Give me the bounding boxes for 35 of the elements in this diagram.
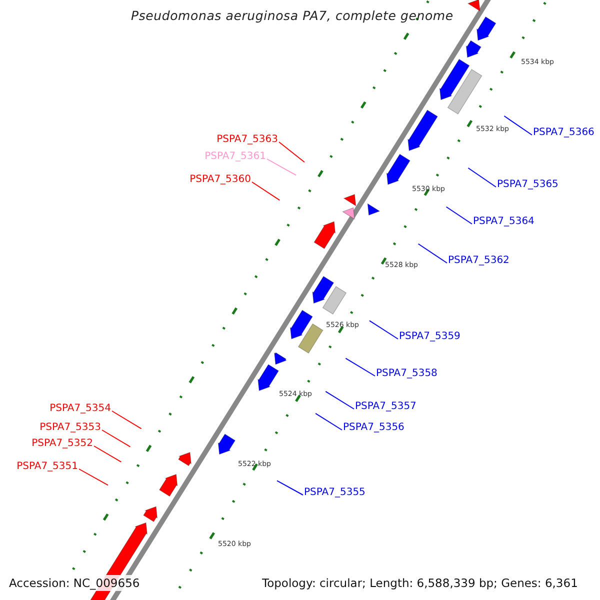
leader-line [252, 182, 280, 201]
gene-label: PSPA7_5353 [40, 422, 101, 434]
gene-label: PSPA7_5358 [376, 368, 438, 380]
gene-label: PSPA7_5355 [304, 487, 366, 499]
accession-text: Accession: NC_009656 [9, 575, 140, 591]
leader-line [504, 116, 532, 136]
leader-line [368, 320, 398, 340]
leader-line [102, 430, 131, 448]
leader-line [278, 142, 305, 163]
leader-line [315, 412, 342, 430]
gene-label: PSPA7_5360 [190, 174, 251, 186]
leader-line [78, 468, 109, 486]
genome-info-text: Topology: circular; Length: 6,588,339 bp; Genes: 6,361 [262, 575, 578, 591]
gene-label: PSPA7_5361 [204, 151, 266, 163]
gene-label: PSPA7_5364 [473, 216, 534, 228]
leader-line [468, 168, 496, 188]
gene-label: PSPA7_5359 [399, 331, 460, 343]
leader-line [325, 390, 354, 410]
gene-label: PSPA7_5356 [343, 422, 404, 434]
gene-label: PSPA7_5365 [497, 179, 558, 191]
title: Pseudomonas aeruginosa PA7, complete genome [131, 10, 454, 22]
leader-line [418, 243, 448, 264]
gene-label: PSPA7_5363 [216, 134, 278, 146]
gene-label: PSPA7_5354 [50, 403, 111, 415]
gene-label: PSPA7_5362 [448, 255, 510, 267]
leader-line [94, 446, 122, 462]
gene-label: PSPA7_5351 [16, 461, 78, 473]
leader-line [345, 358, 376, 376]
leader-line [112, 410, 142, 430]
gene-label: PSPA7_5357 [355, 401, 416, 413]
gene-label: PSPA7_5366 [533, 127, 594, 139]
leader-line [446, 206, 472, 224]
gene-label: PSPA7_5352 [32, 438, 93, 450]
leader-line [276, 480, 304, 496]
leader-line [266, 158, 297, 176]
